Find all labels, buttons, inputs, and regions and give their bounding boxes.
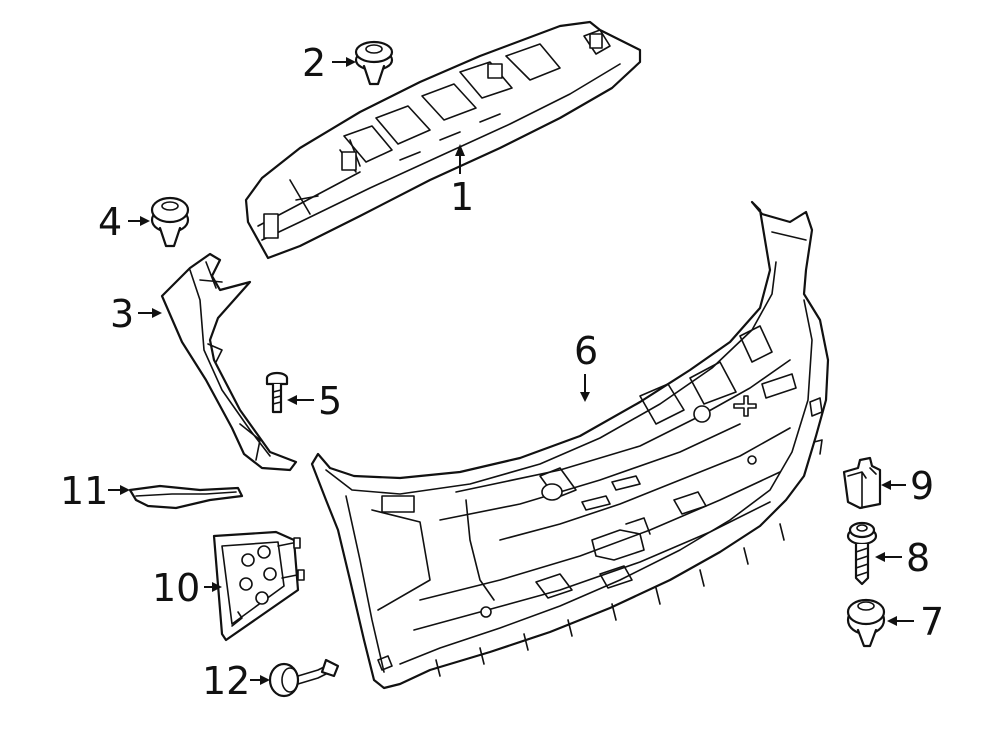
callout-10: 10 <box>152 566 200 610</box>
part-10-corner-trim <box>212 530 305 642</box>
part-2-push-clip <box>354 40 394 86</box>
callout-labels: 1 2 3 4 5 6 7 8 9 10 11 12 <box>60 41 944 703</box>
callout-8: 8 <box>906 536 930 580</box>
part-3-pillar-trim <box>160 252 298 472</box>
callout-6: 6 <box>574 329 598 373</box>
callout-1: 1 <box>450 175 474 219</box>
callout-7: 7 <box>920 600 944 644</box>
callout-11: 11 <box>60 469 108 513</box>
part-9-retainer <box>842 456 882 510</box>
part-6-liftgate-trim <box>310 200 830 690</box>
callout-12: 12 <box>202 659 250 703</box>
callout-2: 2 <box>302 41 326 85</box>
callout-4: 4 <box>98 200 122 244</box>
part-11-bracket <box>128 484 244 510</box>
callout-3: 3 <box>110 292 134 336</box>
part-8-screw <box>846 521 878 586</box>
part-1-upper-trim-panel <box>244 20 642 260</box>
part-7-push-clip <box>846 598 886 648</box>
part-4-push-clip <box>150 196 190 248</box>
callout-5: 5 <box>318 379 342 423</box>
part-12-cap-tether <box>268 658 340 698</box>
part-5-bolt <box>265 371 289 414</box>
leader-lines <box>108 57 914 685</box>
callout-9: 9 <box>910 464 934 508</box>
